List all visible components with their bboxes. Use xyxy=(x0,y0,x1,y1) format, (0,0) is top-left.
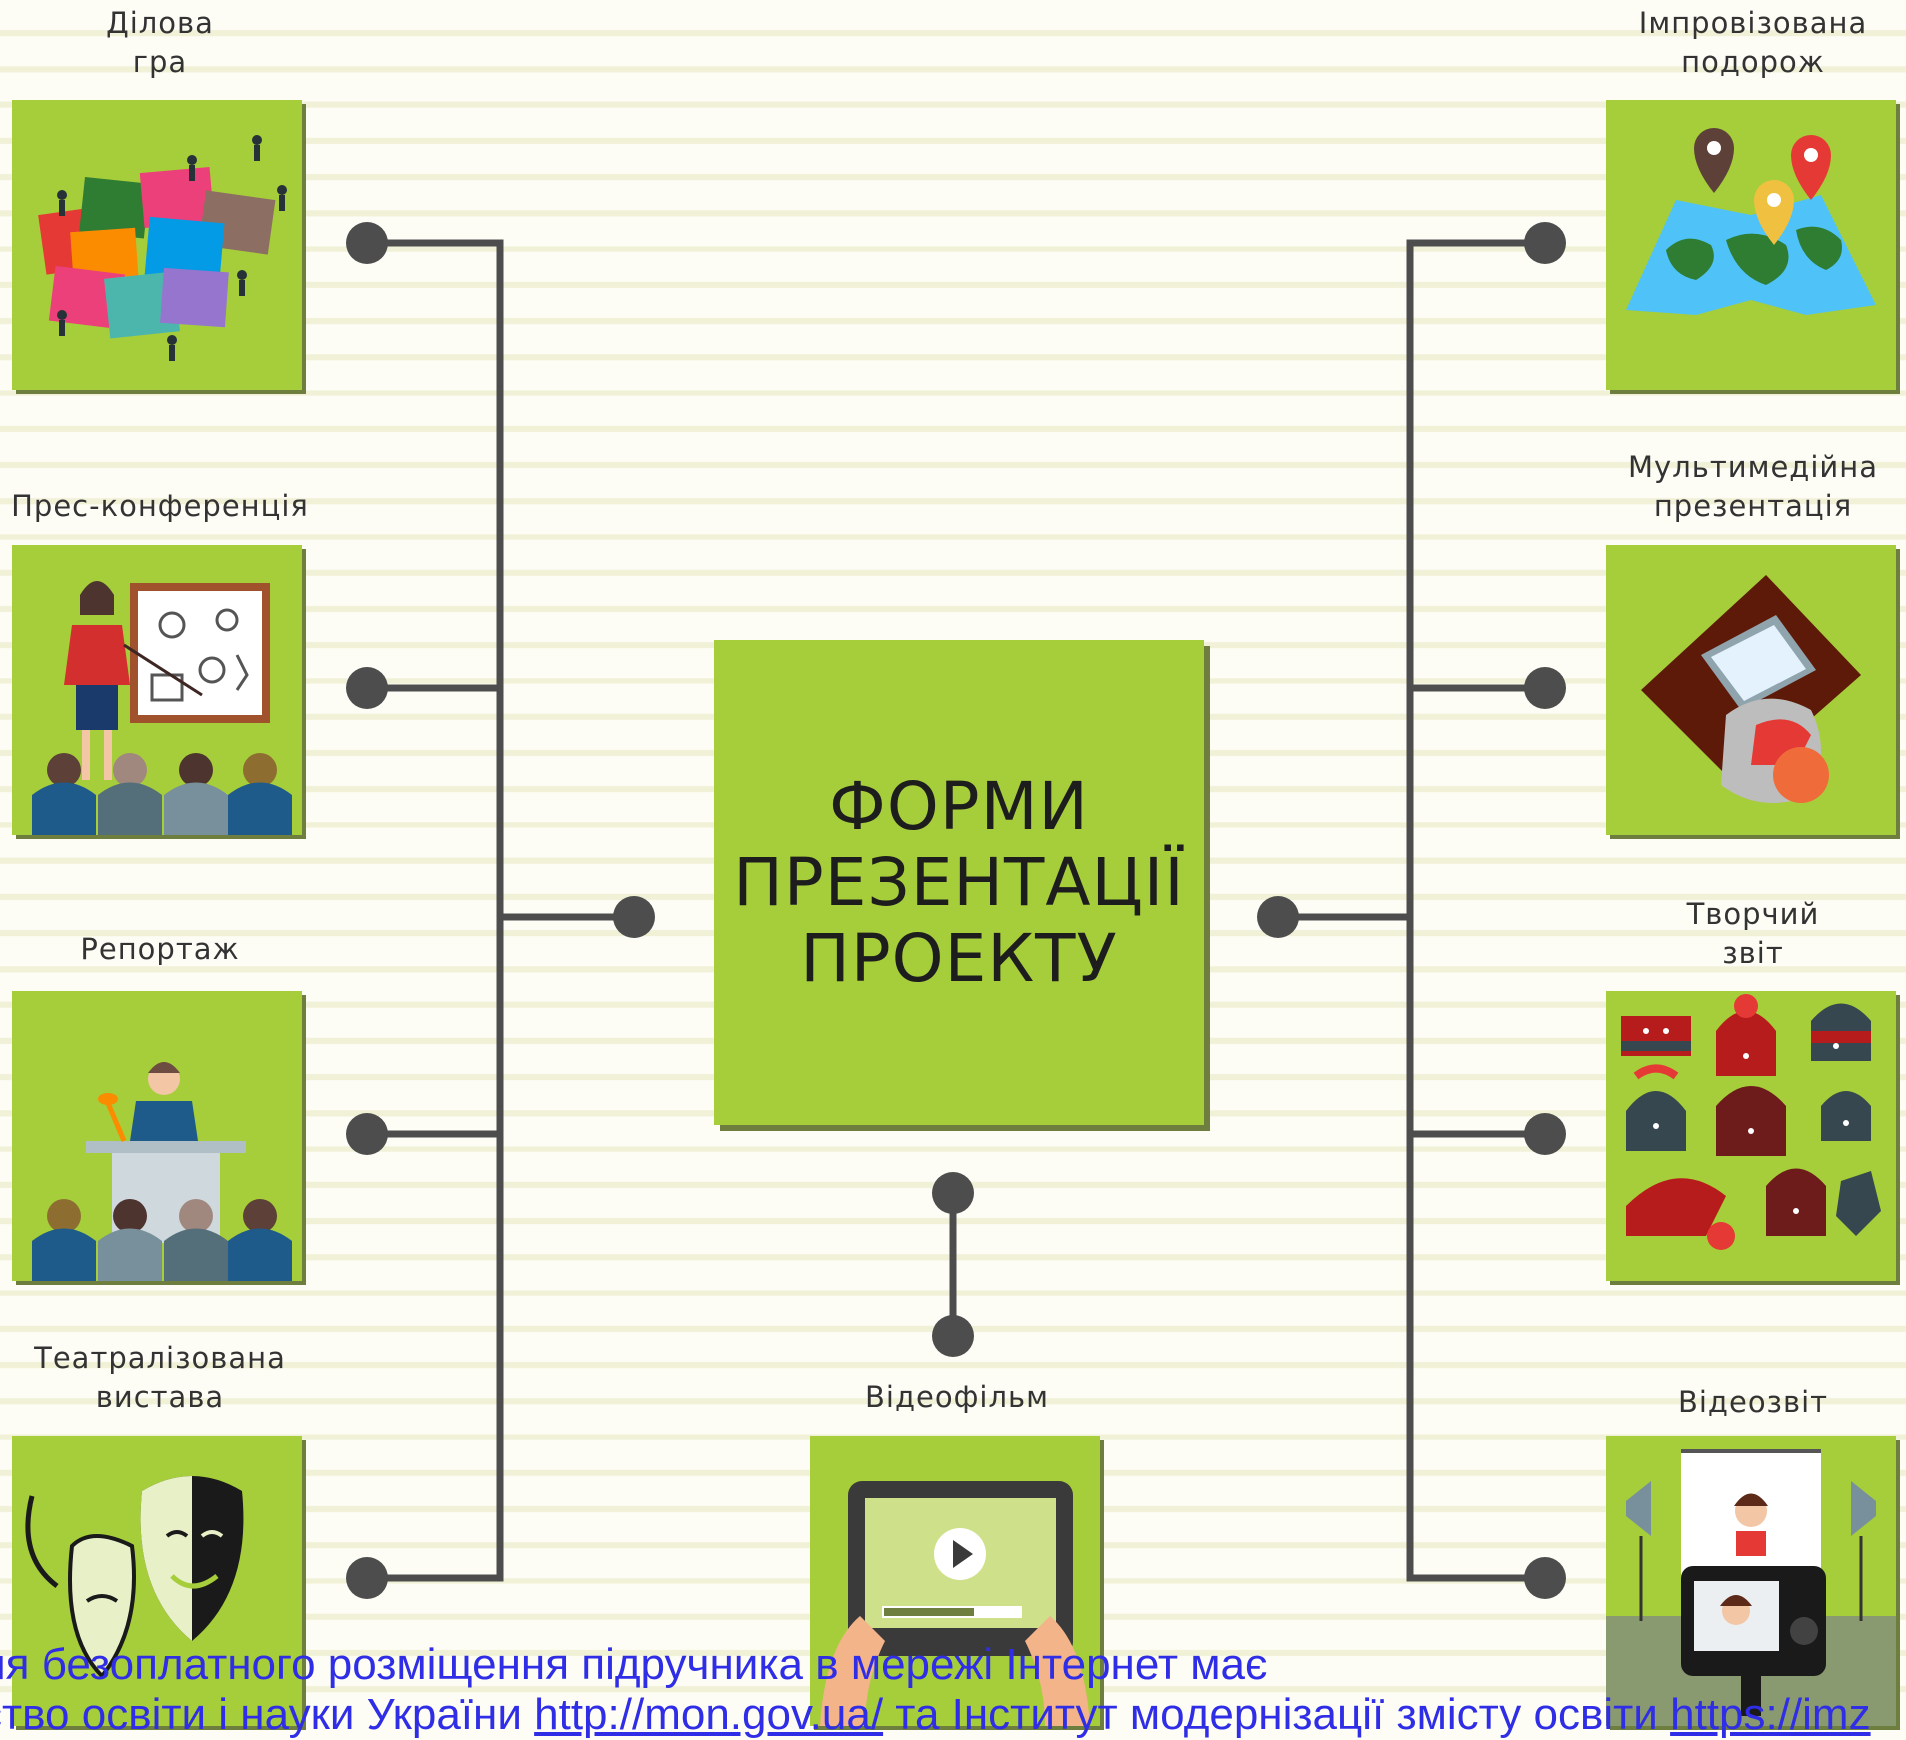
label-line: Театралізована xyxy=(34,1341,286,1375)
label-improvised-journey: Імпровізована подорож xyxy=(1583,4,1906,82)
label-line: Репортаж xyxy=(80,932,240,966)
label-line: вистава xyxy=(95,1380,225,1414)
node-dot xyxy=(1524,1557,1566,1599)
center-title-box: ФОРМИ ПРЕЗЕНТАЦІЇ ПРОЕКТУ xyxy=(714,640,1204,1125)
card-video-report xyxy=(1606,1436,1896,1726)
world-map-pins-icon xyxy=(1626,128,1876,315)
label-reportage: Репортаж xyxy=(0,930,330,969)
node-dot xyxy=(346,667,388,709)
presenter-audience-icon xyxy=(32,581,292,835)
footer-link-imzo[interactable]: https://imz xyxy=(1670,1690,1871,1739)
footer-line-2-text: ство освіти і науки України xyxy=(0,1690,535,1739)
label-multimedia-presentation: Мультимедійна презентація xyxy=(1583,448,1906,526)
label-creative-report: Творчий звіт xyxy=(1583,895,1906,973)
center-title-line: ПРЕЗЕНТАЦІЇ xyxy=(733,843,1185,921)
node-dot xyxy=(346,1557,388,1599)
label-line: презентація xyxy=(1653,489,1853,523)
label-line: Відеозвіт xyxy=(1677,1385,1829,1419)
node-dot xyxy=(932,1315,974,1357)
footer-link-mon[interactable]: http://mon.gov.ua/ xyxy=(534,1690,884,1739)
card-video-film xyxy=(810,1436,1100,1726)
puzzle-people-icon xyxy=(38,135,287,361)
card-reportage xyxy=(12,991,302,1281)
card-creative-report xyxy=(1606,991,1896,1281)
label-line: Ділова xyxy=(106,6,214,40)
label-line: звіт xyxy=(1722,936,1784,970)
label-press-conference: Прес-конференція xyxy=(0,487,330,526)
card-multimedia-presentation xyxy=(1606,545,1896,835)
card-business-game xyxy=(12,100,302,390)
speaker-podium-icon xyxy=(32,1062,292,1281)
card-press-conference xyxy=(12,545,302,835)
label-line: гра xyxy=(132,45,188,79)
tablet-video-player-icon xyxy=(820,1481,1090,1726)
label-line: Прес-конференція xyxy=(11,489,309,523)
card-theatrical-play xyxy=(12,1436,302,1726)
card-improvised-journey xyxy=(1606,100,1896,390)
label-line: Імпровізована xyxy=(1638,6,1868,40)
label-theatrical-play: Театралізована вистава xyxy=(0,1339,330,1417)
label-video-report: Відеозвіт xyxy=(1583,1383,1906,1422)
right-connector-trunk xyxy=(1406,239,1545,1582)
photo-studio-camera-icon xyxy=(1606,1449,1896,1726)
node-dot xyxy=(1524,222,1566,264)
node-dot xyxy=(346,222,388,264)
laptop-desk-icon xyxy=(1641,575,1861,803)
label-line: Мультимедійна xyxy=(1628,450,1878,484)
label-video-film: Відеофільм xyxy=(787,1378,1127,1417)
center-title-line: ПРОЕКТУ xyxy=(800,919,1118,997)
label-line: Відеофільм xyxy=(865,1380,1049,1414)
label-business-game: Ділова гра xyxy=(0,4,330,82)
label-line: подорож xyxy=(1681,45,1825,79)
left-connector-trunk xyxy=(367,239,504,1582)
footer-line-1: ля безоплатного розміщення підручника в … xyxy=(0,1640,1268,1689)
footer-line-2: ство освіти і науки України http://mon.g… xyxy=(0,1690,1906,1740)
node-dot xyxy=(932,1172,974,1214)
label-line: Творчий xyxy=(1686,897,1820,931)
node-dot xyxy=(1257,896,1299,938)
theatre-masks-icon xyxy=(25,1476,244,1679)
footer-line-2-mid: та Інститут модернізації змісту освіти xyxy=(883,1690,1671,1739)
knitted-hats-icon xyxy=(1621,994,1881,1250)
node-dot xyxy=(1524,667,1566,709)
node-dot xyxy=(1524,1113,1566,1155)
node-dot xyxy=(613,896,655,938)
center-title-line: ФОРМИ xyxy=(829,767,1089,845)
node-dot xyxy=(346,1113,388,1155)
